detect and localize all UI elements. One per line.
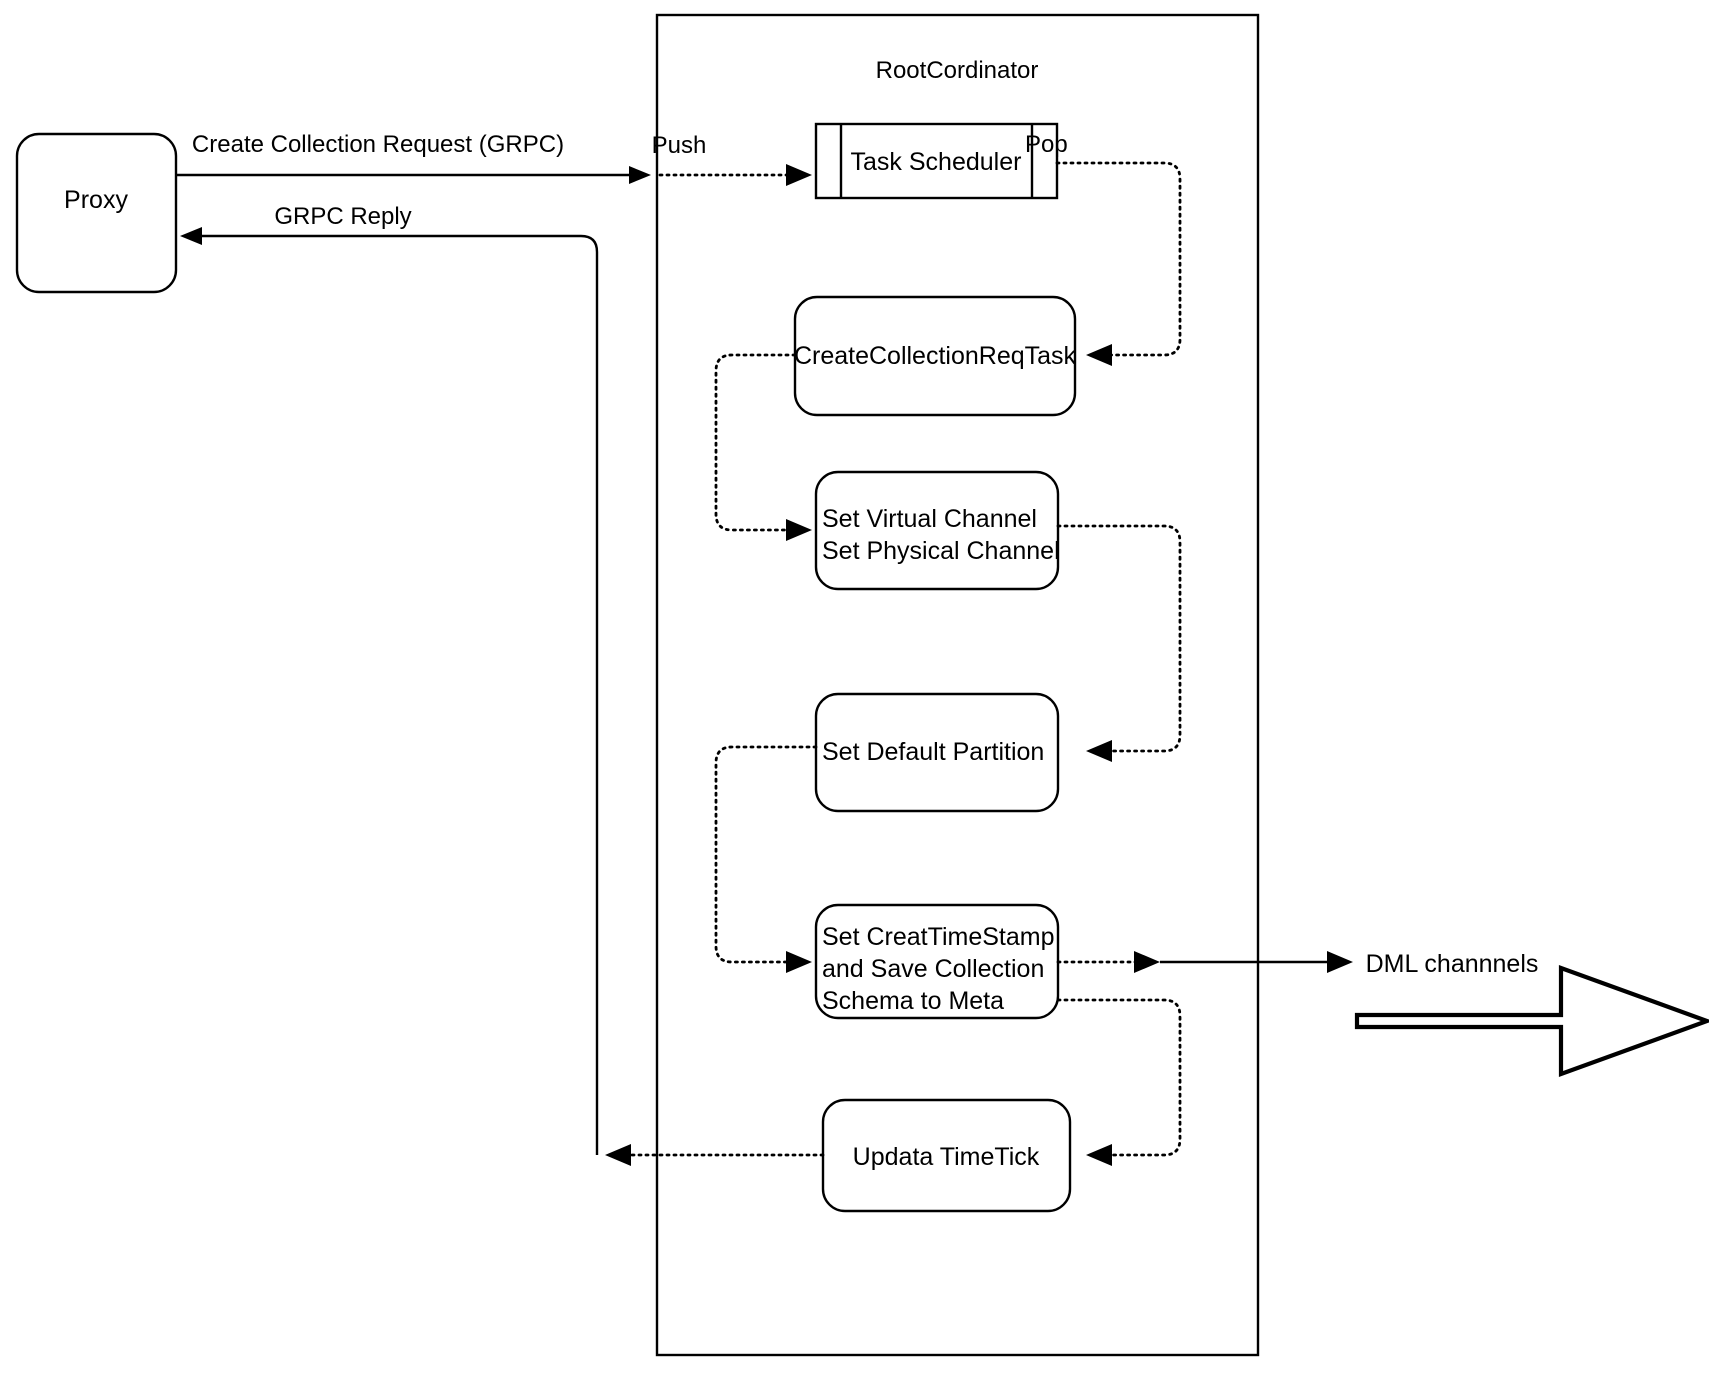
proxy-box[interactable] <box>15 132 178 294</box>
edge-partition-to-timestamp-line <box>714 745 818 964</box>
set-createtimestamp-label-line1: Set CreatTimeStamp <box>822 923 1054 951</box>
dml-channels-block-arrow[interactable] <box>1354 965 1709 1077</box>
set-channels-label-line1: Set Virtual Channel <box>822 505 1037 533</box>
edge-grpc-reply-line <box>188 234 599 1155</box>
edge-task-to-channels-line <box>714 353 797 532</box>
node-proxy[interactable]: Proxy <box>15 132 178 294</box>
node-set-default-partition[interactable]: Set Default Partition <box>814 692 1060 813</box>
root-coordinator-label: RootCordinator <box>876 57 1039 84</box>
edge-timestamp-to-dml-mid-arrowhead <box>1134 951 1160 973</box>
task-scheduler-label: Task Scheduler <box>851 148 1022 176</box>
node-create-collection-req-task[interactable]: CreateCollectionReqTask <box>793 295 1077 417</box>
edge-create-collection-request-label: Create Collection Request (GRPC) <box>192 131 564 158</box>
node-task-scheduler[interactable]: Task Scheduler <box>814 122 1059 200</box>
edge-timestamp-to-dml <box>1056 951 1353 973</box>
edge-task-to-channels-arrowhead <box>786 519 812 541</box>
edge-pop-arrowhead <box>1086 344 1112 366</box>
edge-task-to-channels <box>714 353 812 541</box>
set-default-partition-label: Set Default Partition <box>822 738 1044 766</box>
edge-create-collection-request: Create Collection Request (GRPC) <box>176 131 651 184</box>
edge-timestamp-to-timetick-arrowhead <box>1086 1144 1112 1166</box>
node-dml-channels[interactable]: DML channnels <box>1354 950 1709 1077</box>
edge-pop-line <box>1055 161 1182 357</box>
edge-create-collection-request-arrowhead <box>629 166 651 184</box>
set-createtimestamp-label-line3: Schema to Meta <box>822 987 1004 1015</box>
edge-pop-label: Pop <box>1025 131 1068 158</box>
edge-timetick-to-reply <box>605 1144 825 1166</box>
node-set-createtimestamp[interactable]: Set CreatTimeStamp and Save Collection S… <box>814 903 1060 1020</box>
set-createtimestamp-label-line2: and Save Collection <box>822 955 1044 983</box>
set-channels-box[interactable] <box>814 470 1060 591</box>
task-scheduler-box[interactable] <box>814 122 1059 200</box>
edge-pop: Pop <box>1025 131 1182 366</box>
node-set-channels[interactable]: Set Virtual Channel Set Physical Channel <box>814 470 1060 591</box>
set-channels-label-line2: Set Physical Channel <box>822 537 1060 565</box>
edge-channels-to-partition-line <box>1056 524 1182 753</box>
edge-channels-to-partition-arrowhead <box>1086 740 1112 762</box>
edge-partition-to-timestamp-arrowhead <box>786 951 812 973</box>
proxy-label: Proxy <box>64 186 128 214</box>
edge-push-arrowhead <box>786 164 812 186</box>
edge-timetick-to-reply-arrowhead <box>605 1144 631 1166</box>
edge-grpc-reply: GRPC Reply <box>180 203 599 1155</box>
edge-partition-to-timestamp <box>714 745 818 973</box>
edge-channels-to-partition <box>1056 524 1182 762</box>
dml-channels-label: DML channnels <box>1366 950 1539 978</box>
edge-push-label: Push <box>652 132 707 159</box>
updata-timetick-label: Updata TimeTick <box>853 1143 1040 1171</box>
edge-grpc-reply-arrowhead <box>180 227 202 245</box>
node-updata-timetick[interactable]: Updata TimeTick <box>821 1098 1072 1213</box>
set-default-partition-box[interactable] <box>814 692 1060 813</box>
edge-push: Push <box>652 132 812 186</box>
edge-timestamp-to-timetick-line <box>1056 998 1182 1157</box>
create-collection-req-task-label: CreateCollectionReqTask <box>794 342 1077 370</box>
edge-timestamp-to-dml-arrowhead <box>1327 951 1353 973</box>
edge-timestamp-to-timetick <box>1056 998 1182 1166</box>
edge-grpc-reply-label: GRPC Reply <box>274 203 411 230</box>
